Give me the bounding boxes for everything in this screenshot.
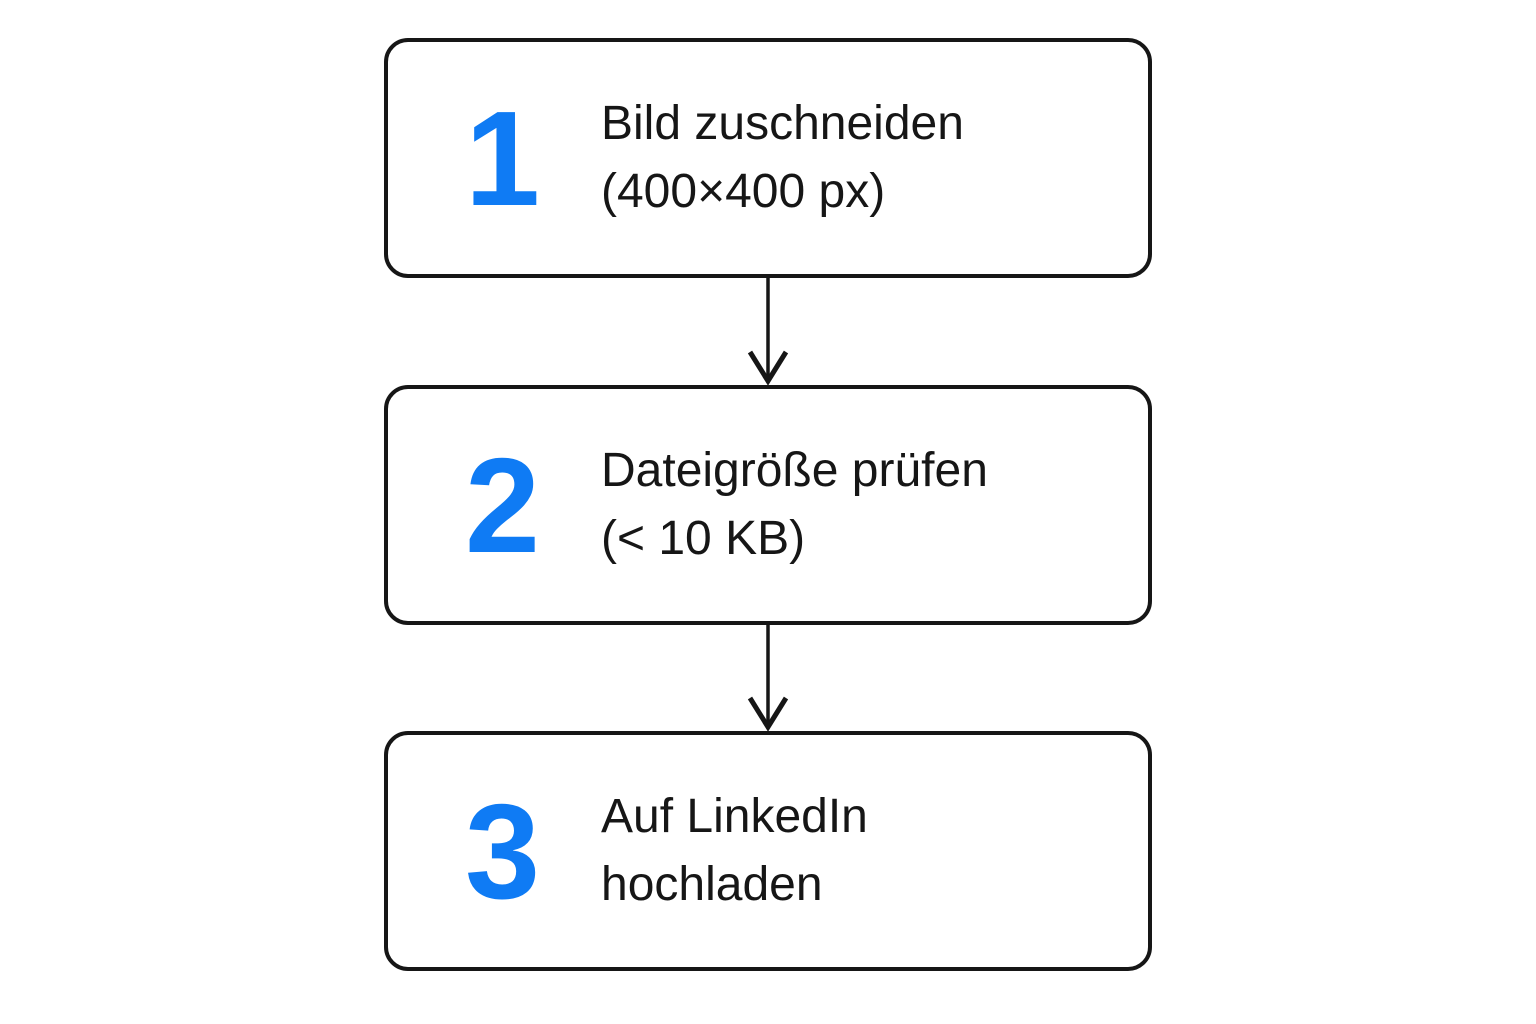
step-label-3-line2: hochladen [601, 858, 823, 911]
step-label-2: Dateigröße prüfen (< 10 KB) [601, 437, 988, 573]
step-label-1: Bild zuschneiden (400×400 px) [601, 90, 964, 226]
step-box-2: 2 Dateigröße prüfen (< 10 KB) [384, 385, 1152, 625]
step-label-3: Auf LinkedIn hochladen [601, 783, 868, 919]
step-box-3: 3 Auf LinkedIn hochladen [384, 731, 1152, 971]
step-label-3-line1: Auf LinkedIn [601, 790, 868, 843]
step-number-1: 1 [464, 82, 540, 234]
down-arrow-icon [747, 625, 789, 731]
step-box-1: 1 Bild zuschneiden (400×400 px) [384, 38, 1152, 278]
step-number-2: 2 [464, 429, 540, 581]
down-arrow-icon [747, 278, 789, 385]
step-label-2-line2: (< 10 KB) [601, 512, 806, 565]
step-label-1-line1: Bild zuschneiden [601, 97, 964, 150]
step-label-2-line1: Dateigröße prüfen [601, 444, 988, 497]
step-label-1-line2: (400×400 px) [601, 165, 886, 218]
step-number-3: 3 [464, 775, 540, 927]
